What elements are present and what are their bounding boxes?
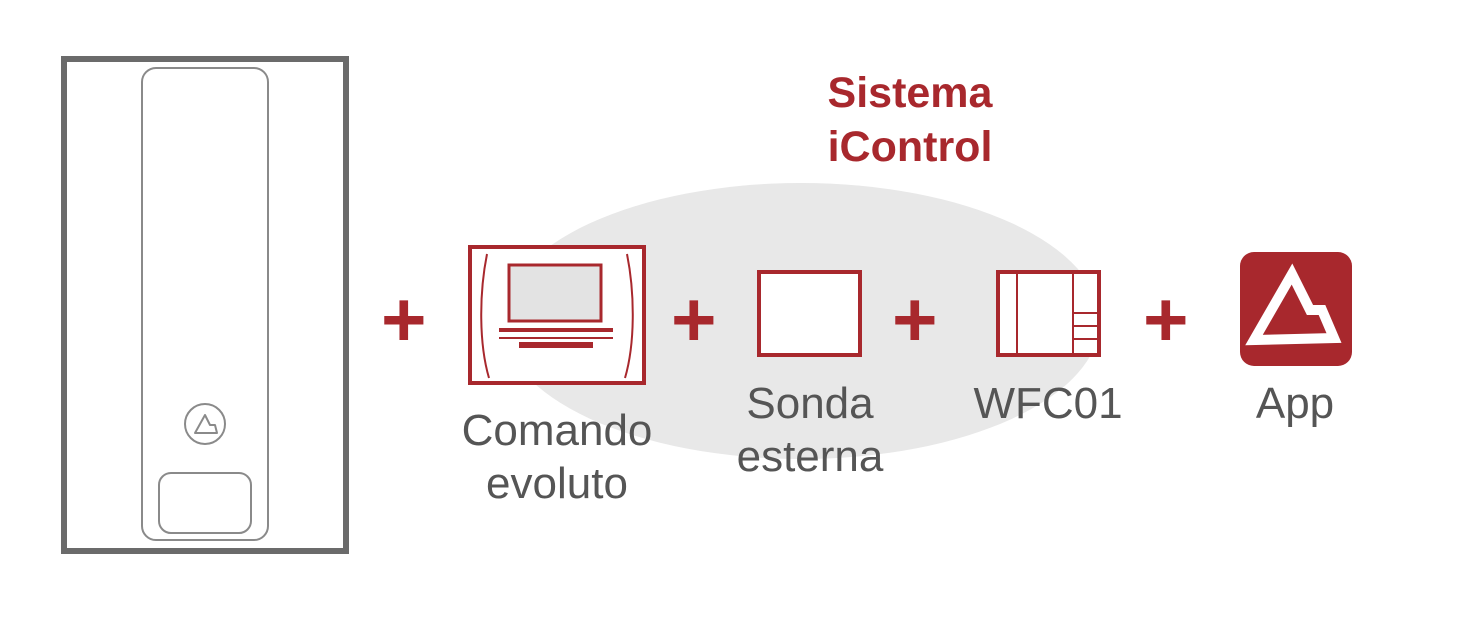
thermostat-icon (468, 245, 646, 385)
label-app: App (1200, 377, 1390, 430)
boiler-unit (61, 56, 349, 554)
system-title-line2: iControl (827, 123, 993, 171)
app-logo-icon (1240, 252, 1352, 366)
label-app-line1: App (1255, 379, 1335, 428)
system-title: Sistema iControl (790, 66, 1030, 174)
label-wfc01-line1: WFC01 (973, 379, 1123, 428)
system-title-line1: Sistema (827, 69, 993, 117)
label-sonda-line1: Sonda (746, 379, 874, 428)
label-comando-line2: evoluto (486, 459, 628, 508)
boiler-display-window (158, 472, 252, 534)
plus-sign-3: + (892, 275, 938, 363)
label-comando-evoluto: Comando evoluto (437, 404, 677, 510)
wfc01-module-icon (996, 270, 1101, 357)
plus-sign-4: + (1143, 275, 1189, 363)
label-sonda-line2: esterna (736, 432, 884, 481)
plus-sign-1: + (381, 275, 427, 363)
plus-sign-2: + (671, 275, 717, 363)
label-comando-line1: Comando (461, 406, 653, 455)
boiler-logo-icon (184, 403, 226, 445)
outdoor-sensor-icon (757, 270, 862, 357)
label-sonda-esterna: Sonda esterna (700, 377, 920, 483)
label-wfc01: WFC01 (948, 377, 1148, 430)
